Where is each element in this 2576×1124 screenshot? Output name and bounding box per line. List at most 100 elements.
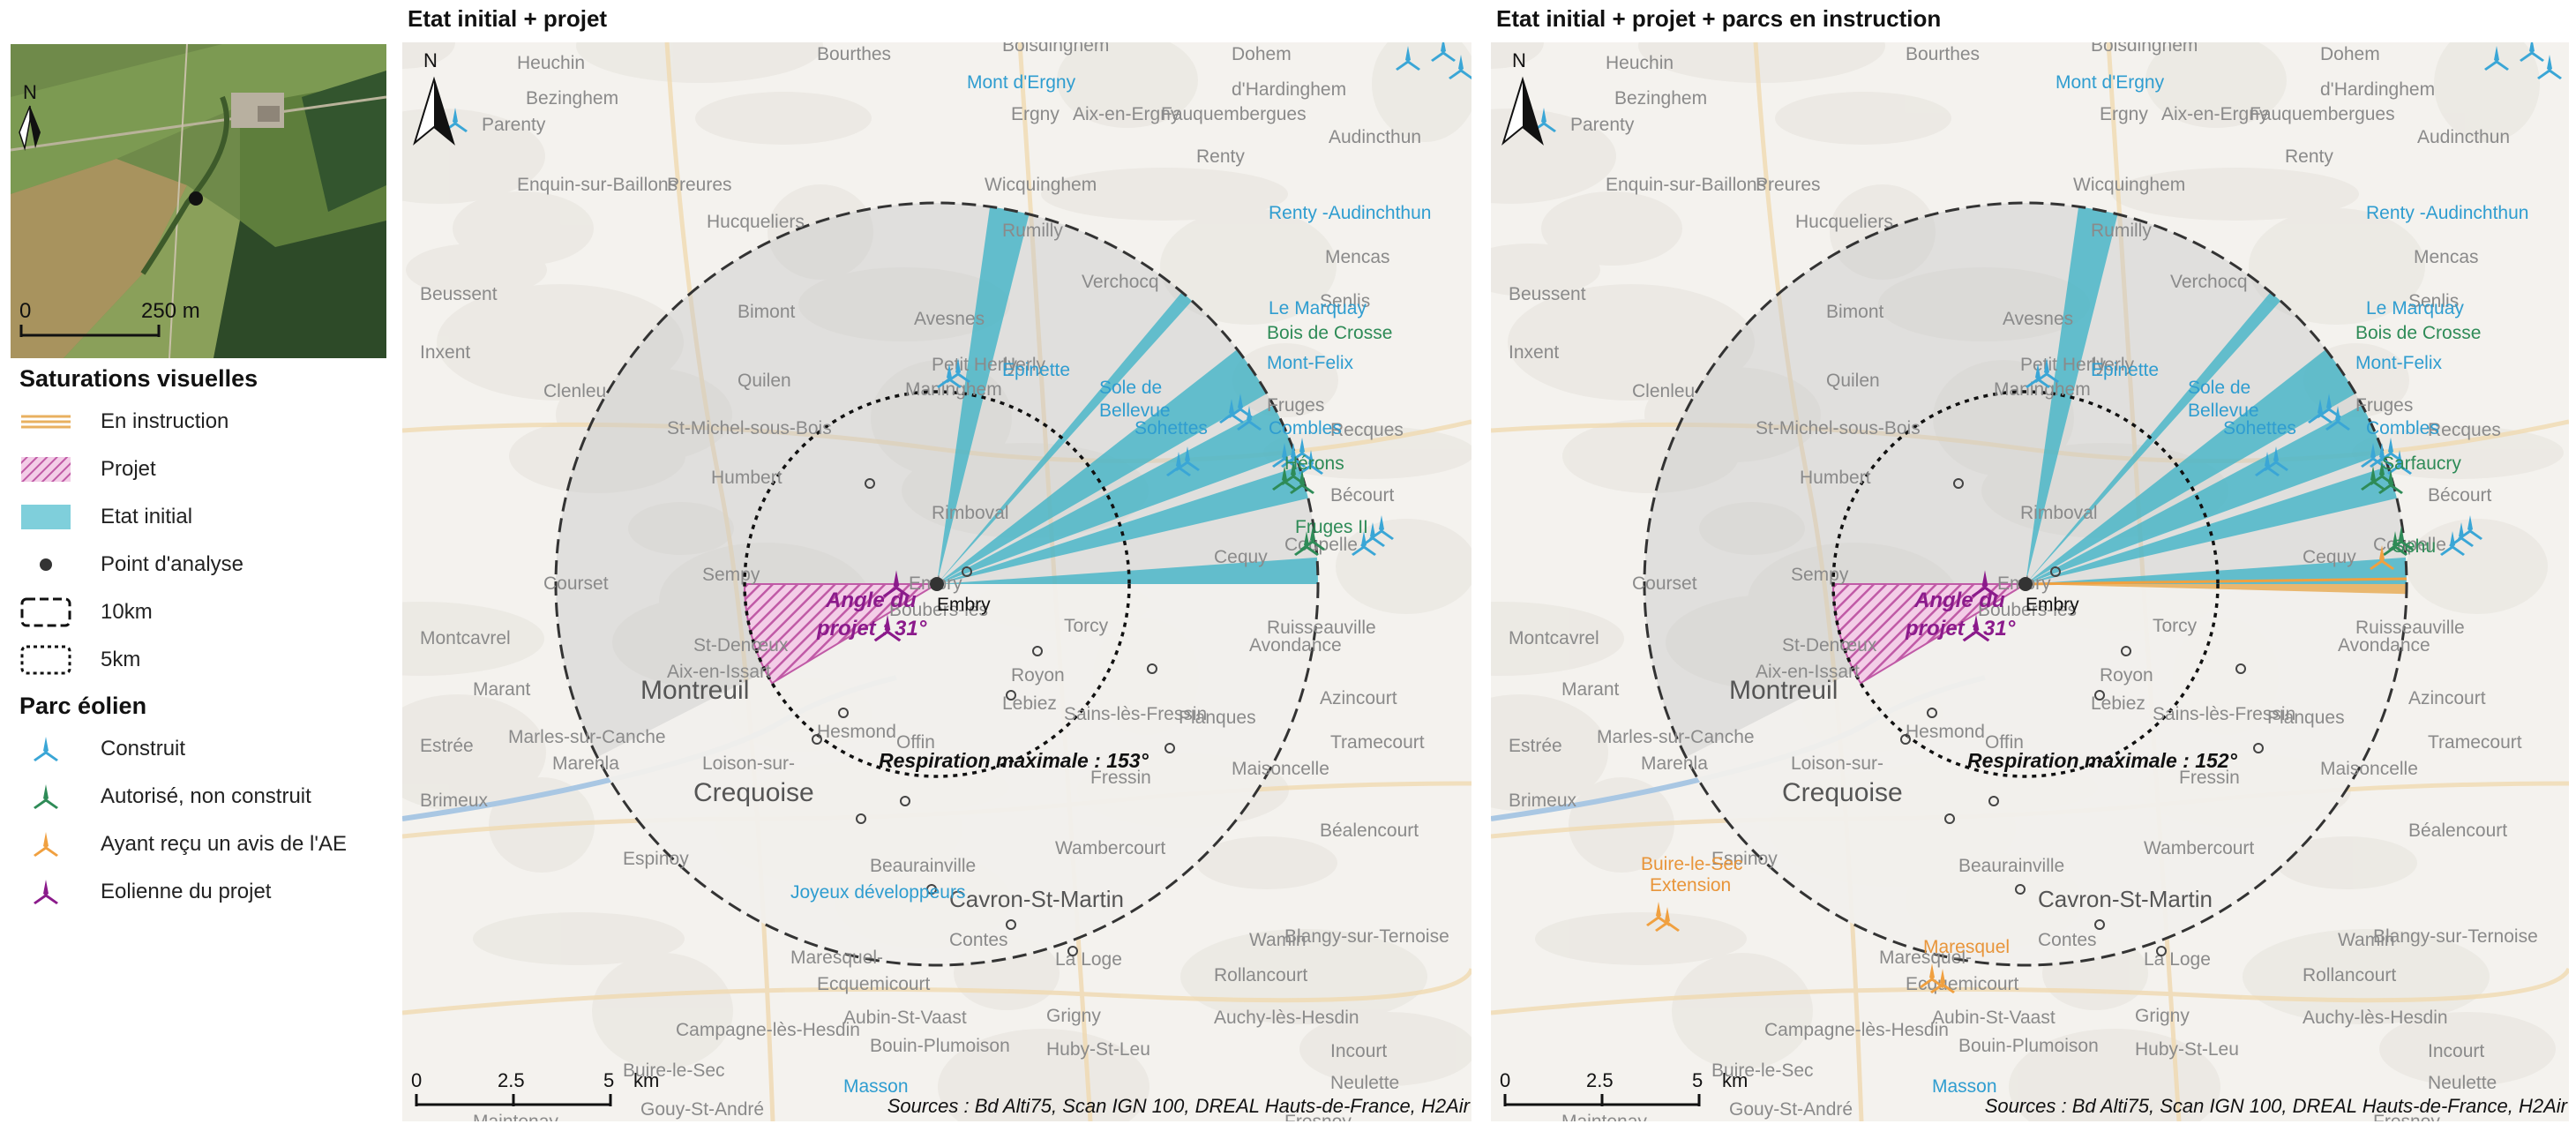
turbine-autorise-icon <box>1272 466 1297 491</box>
place-label: Marant <box>1561 679 1620 700</box>
place-label: Contes <box>949 930 1008 950</box>
turbine-construit-icon <box>2484 46 2509 71</box>
legend-title-saturation: Saturations visuelles <box>19 365 258 392</box>
place-label: Cequy <box>2303 547 2356 567</box>
legend-item-projet: Projet <box>19 446 390 493</box>
park-label-autorise: Sarfaucry <box>2382 453 2461 474</box>
place-label: Montreuil <box>1729 676 1838 705</box>
place-label: Recques <box>1330 420 1404 440</box>
village-markers <box>812 478 1175 956</box>
place-label: Dohem <box>2320 44 2380 64</box>
place-label: Blangy-sur-Ternoise <box>2373 926 2538 947</box>
place-label: Contes <box>2038 930 2097 950</box>
map-canvas[interactable]: BourthesBezinghemParentyEnquin-sur-Baill… <box>1491 42 2569 1121</box>
park-label-construit: Mont d'Ergny <box>967 72 1076 93</box>
place-label: St-Michel-sous-Bois <box>1756 418 1921 438</box>
place-label: Bourthes <box>817 44 891 64</box>
place-label: Marenla <box>552 753 619 774</box>
place-label: Offin <box>1985 732 2024 753</box>
place-label: Bécourt <box>2428 485 2492 506</box>
place-label: Neulette <box>2428 1073 2497 1093</box>
place-label: La Loge <box>2144 949 2211 970</box>
place-label: Petit Herly <box>932 355 1017 375</box>
legend-label-en-instruction: En instruction <box>101 409 229 433</box>
place-label: La Loge <box>1055 949 1122 970</box>
angle-label-line-2: projet : 31° <box>1905 617 2016 641</box>
turbine-projet-icon <box>1962 614 1990 642</box>
scale-label: km <box>633 1069 659 1091</box>
turbine-autorise-icon <box>2389 526 2414 551</box>
place-label: Montcavrel <box>420 628 511 648</box>
turbine-avis-ae-icon <box>1930 969 1955 993</box>
place-label: Grigny <box>2135 1006 2190 1026</box>
place-label: Beussent <box>420 284 498 304</box>
turbine-construit-icon <box>2034 358 2059 383</box>
place-label: Maninghem <box>1994 379 2091 400</box>
place-label: Bourthes <box>1906 44 1980 64</box>
park-label-construit: Sole de <box>1099 378 1162 398</box>
place-label: Aix-en-Issart <box>667 662 771 682</box>
place-label: Lebiez <box>1002 693 1057 714</box>
turbine-construit-icon <box>1352 531 1376 556</box>
place-label: Aix-en-Issart <box>1756 662 1860 682</box>
park-label-construit: Renty -Audinchthun <box>2366 203 2528 223</box>
place-label: Loison-sur- <box>702 753 795 774</box>
place-label: Incourt <box>2428 1041 2484 1061</box>
place-label: Heuchin <box>517 53 585 73</box>
place-label: Parenty <box>1570 115 1635 135</box>
place-label: Audincthun <box>1329 127 1421 147</box>
turbine-construit-icon <box>1237 406 1262 431</box>
place-label: Wicquinghem <box>985 175 1097 195</box>
place-label: Preures <box>1756 175 1821 195</box>
map-canvas[interactable]: BourthesBezinghemParentyEnquin-sur-Baill… <box>402 42 1471 1121</box>
place-label: Bouin-Plumoison <box>870 1036 1010 1056</box>
place-label: Incourt <box>1330 1041 1387 1061</box>
turbine-construit-icon <box>946 358 970 383</box>
place-label: Fruges <box>1267 395 1324 416</box>
sidebar-legend: N 0 250 m Saturations visuelles En instr… <box>0 0 397 1121</box>
place-label: Béalencourt <box>2408 821 2507 841</box>
legend-label-projet: Projet <box>101 457 156 481</box>
place-label: Maresquel- <box>790 948 883 968</box>
ring-10km <box>554 201 1320 967</box>
turbine-construit-icon <box>34 737 58 761</box>
place-label: Espinoy <box>623 849 689 869</box>
place-label: Gouy-St-André <box>640 1099 764 1120</box>
turbine-projet-icon <box>873 614 902 642</box>
place-label: Wambercourt <box>1055 838 1165 858</box>
place-label: St-Denœux <box>1782 635 1877 656</box>
turbine-projet-icon <box>882 570 910 598</box>
place-label: Aubin-St-Vaast <box>843 1008 967 1028</box>
place-label: Humbert <box>711 468 783 488</box>
place-label: Mencas <box>1325 247 1390 267</box>
place-label: Cequy <box>1214 547 1268 567</box>
place-label: Brimeux <box>420 791 489 811</box>
place-label: Verchocq <box>1082 272 1159 292</box>
place-label: Espinoy <box>1711 849 1778 869</box>
ring-10km <box>1643 201 2408 967</box>
legend-item-10km: 10km <box>19 588 390 636</box>
turbine-projet-icon <box>34 880 58 904</box>
place-label: Buire-le-Sec <box>1711 1060 1814 1081</box>
place-label: Fresnoy <box>1284 1112 1352 1121</box>
place-label: Humbert <box>1800 468 1871 488</box>
legend-item-avis-ae: Ayant reçu un avis de l'AE <box>19 821 390 868</box>
place-label: St-Michel-sous-Bois <box>667 418 832 438</box>
aerial-inset-map: N 0 250 m <box>11 44 386 358</box>
place-label: Rollancourt <box>1214 965 1307 985</box>
place-label: Rimboval <box>2020 503 2098 523</box>
respiration-label: Respiration maximale : 152° <box>1967 749 2238 772</box>
aerial-photo: N 0 250 m <box>11 44 386 358</box>
place-label: Offin <box>896 732 935 753</box>
etat-initial-sectors <box>937 206 1318 584</box>
place-label: Enquin-sur-Baillons <box>517 175 678 195</box>
place-label: Ecquemicourt <box>817 974 931 994</box>
park-label-construit: Sohettes <box>2223 418 2296 438</box>
scale-label: 2.5 <box>498 1069 525 1091</box>
place-label: Verchocq <box>2170 272 2248 292</box>
place-label: Bouin-Plumoison <box>1958 1036 2099 1056</box>
